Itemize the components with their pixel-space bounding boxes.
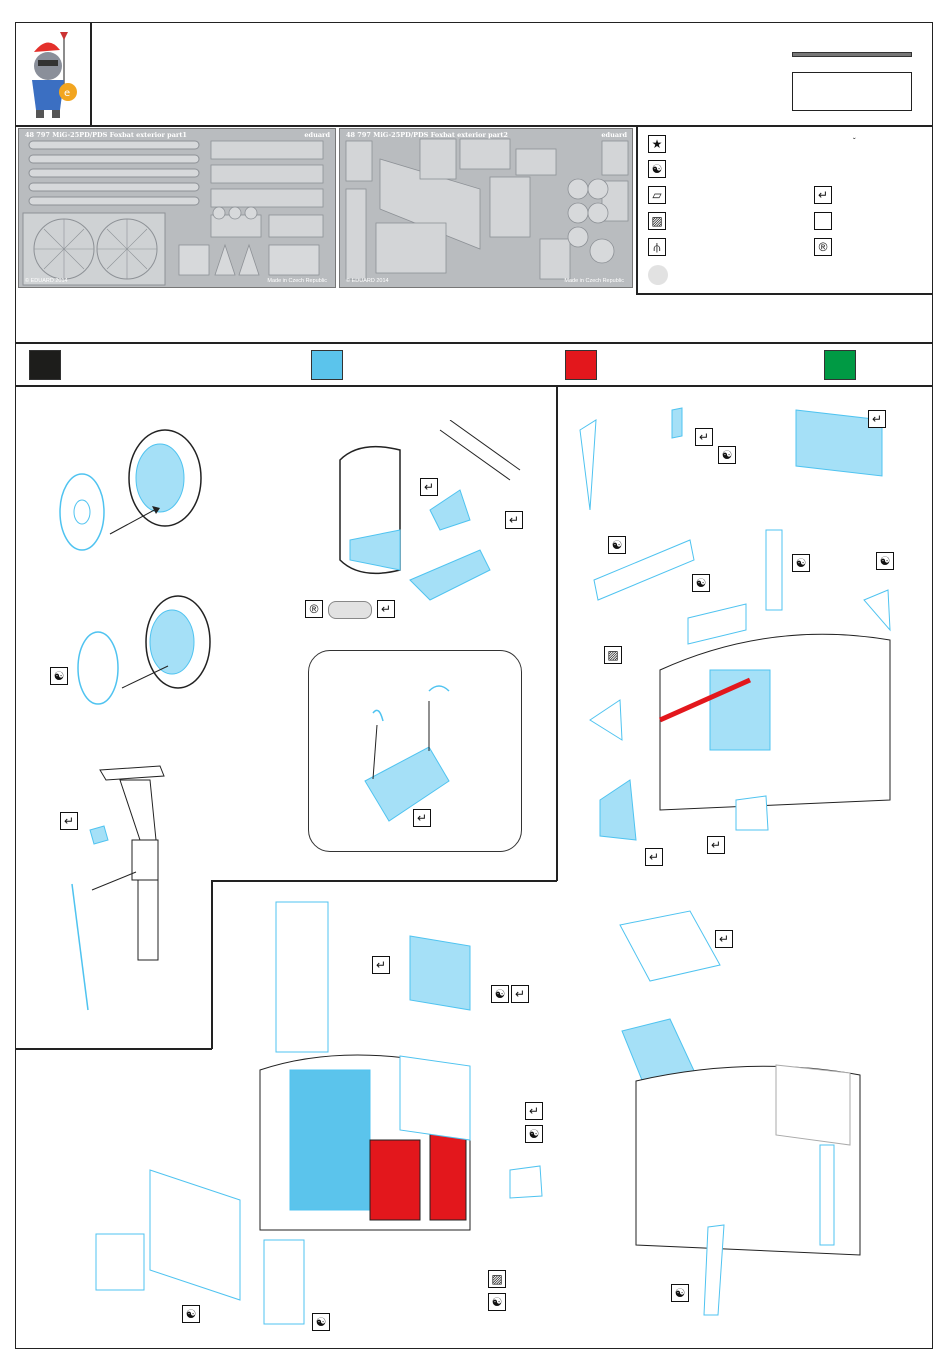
fold-icon: ↵ [505, 511, 523, 529]
grey-marker-icon [328, 601, 372, 619]
color-swatch-red [565, 350, 597, 380]
color-row-bottom [15, 385, 933, 387]
legend-tick-mark: ˇ [853, 137, 856, 147]
bend-icon: ☯ [182, 1305, 200, 1323]
remove-plastic-icon: ▨ [488, 1270, 506, 1288]
remove-plastic-icon: ▨ [604, 646, 622, 664]
fold-icon: ↵ [511, 985, 529, 1003]
fold-icon: ↵ [377, 600, 395, 618]
step-divider-b [212, 880, 557, 882]
grey-marker-icon [648, 265, 668, 285]
header-divider [15, 125, 933, 127]
color-swatch-black [29, 350, 61, 380]
fold-icon: ↵ [645, 848, 663, 866]
color-row-top [15, 342, 933, 344]
bend-icon: ☯ [876, 552, 894, 570]
fret-copyright: © EDUARD 2014 [346, 278, 389, 284]
resin-part-icon: ® [305, 600, 323, 618]
fold-icon: ↵ [420, 478, 438, 496]
color-swatch-green [824, 350, 856, 380]
detail-callout-box: ↵ [308, 650, 522, 852]
logo-divider [90, 22, 92, 126]
color-swatch-blue [311, 350, 343, 380]
photoetch-fret-part2: 48 797 MiG-25PD/PDS Foxbat exterior part… [339, 128, 633, 288]
bend-icon: ☯ [50, 667, 68, 685]
eduard-logo: e [20, 28, 84, 120]
product-number-box [792, 52, 912, 112]
svg-text:e: e [64, 88, 70, 99]
flat-part-icon: ▱ [648, 186, 666, 204]
fold-icon: ↵ [372, 956, 390, 974]
remove-plastic-icon: ▨ [648, 212, 666, 230]
photoetch-fret-part1: 48 797 MiG-25PD/PDS Foxbat exterior part… [18, 128, 336, 288]
rear-bay-drawing [600, 905, 900, 1325]
resin-part-icon: ® [814, 238, 832, 256]
fold-icon: ↵ [60, 812, 78, 830]
fold-icon: ↵ [868, 410, 886, 428]
fold-icon: ↵ [715, 930, 733, 948]
star-icon: ★ [648, 135, 666, 153]
bend-icon: ☯ [312, 1313, 330, 1331]
fold-icon: ↵ [525, 1102, 543, 1120]
drill-icon: ⫛ [648, 238, 666, 256]
bend-icon: ☯ [648, 160, 666, 178]
bend-icon: ☯ [792, 554, 810, 572]
fret-made-in: Made in Czech Republic [267, 278, 327, 284]
bend-icon: ☯ [718, 446, 736, 464]
fold-icon: ↵ [814, 186, 832, 204]
step-divider-a [556, 385, 558, 881]
bend-icon: ☯ [608, 536, 626, 554]
empty-option-icon [814, 212, 832, 230]
fuselage-bay-drawing [570, 400, 920, 860]
bend-icon: ☯ [488, 1293, 506, 1311]
fret-copyright: © EDUARD 2014 [25, 278, 68, 284]
legend-divider [636, 126, 638, 294]
bend-icon: ☯ [671, 1284, 689, 1302]
fold-icon: ↵ [413, 809, 431, 827]
fold-icon: ↵ [707, 836, 725, 854]
bend-icon: ☯ [525, 1125, 543, 1143]
fold-icon: ↵ [695, 428, 713, 446]
legend-bottom-line [636, 293, 933, 295]
bend-icon: ☯ [692, 574, 710, 592]
bend-icon: ☯ [491, 985, 509, 1003]
fret-made-in: Made in Czech Republic [564, 278, 624, 284]
